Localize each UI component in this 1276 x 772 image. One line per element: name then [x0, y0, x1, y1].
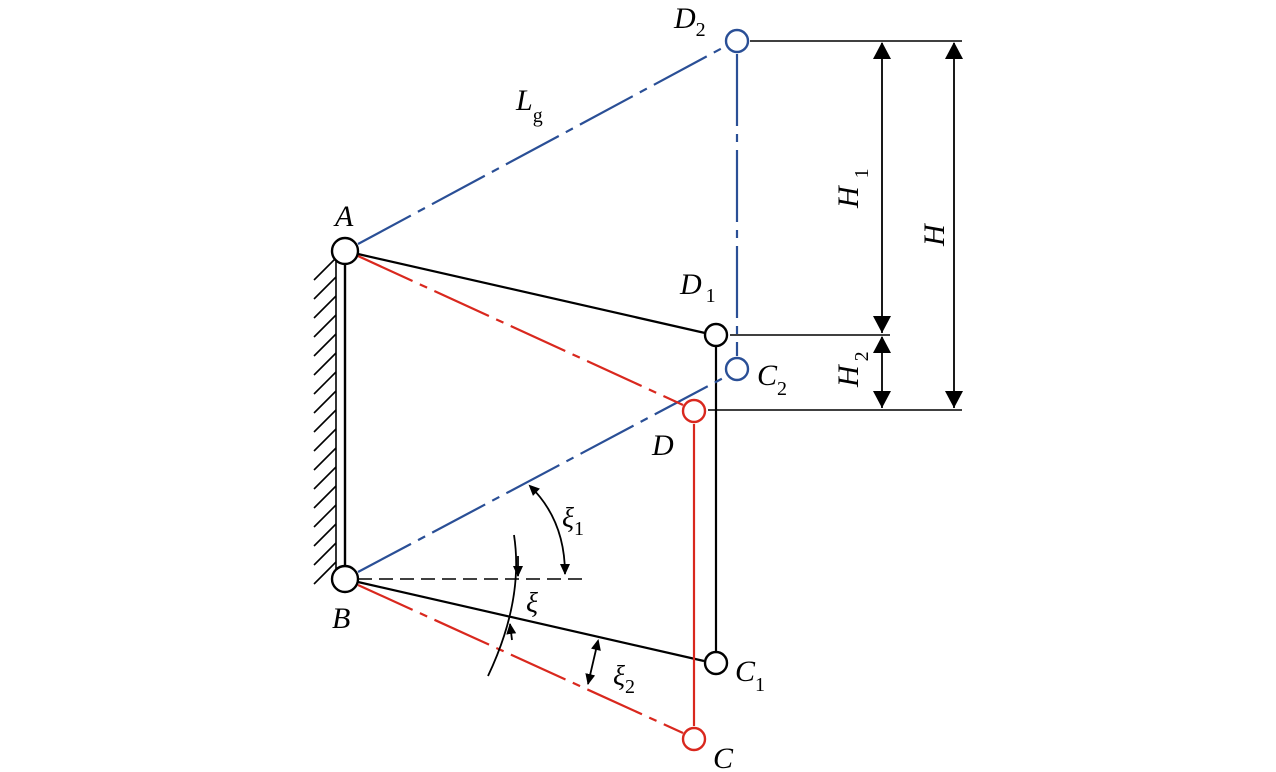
joint-b [330, 564, 360, 594]
label-a: A [333, 200, 354, 233]
joints [330, 28, 750, 752]
joint-d1 [703, 322, 729, 348]
label-b: B [332, 602, 350, 635]
joint-c1 [703, 650, 729, 676]
label-xi1: ξ1 [562, 503, 584, 540]
angle-xi-arrow-bottom [506, 623, 517, 641]
label-h2: H2 [832, 351, 873, 388]
label-c: C [713, 742, 734, 772]
label-h: H [918, 222, 951, 247]
label-d: D [651, 429, 674, 462]
angle-arcs [487, 484, 601, 685]
linkage-position-0 [357, 255, 696, 735]
joint-a [330, 236, 360, 266]
label-d2: D2 [673, 2, 706, 41]
label-lg: Lg [515, 84, 543, 127]
linkage-position-2 [357, 45, 739, 573]
joint-c2 [724, 356, 750, 382]
dimension-arrows [873, 42, 963, 408]
label-xi2: ξ2 [613, 661, 635, 698]
angle-xi-arc [487, 534, 518, 677]
joint-c [681, 726, 707, 752]
label-c1: C1 [735, 655, 765, 696]
angle-xi1-arc [528, 484, 570, 575]
dimension-extension-lines [708, 40, 962, 411]
linkage-position-1 [357, 252, 718, 663]
label-c2: C2 [757, 359, 787, 400]
joint-d [681, 398, 707, 424]
ground-hatching [313, 252, 337, 585]
label-xi: ξ [526, 588, 538, 619]
joint-d2 [724, 28, 750, 54]
angle-xi2-arrow [585, 639, 601, 685]
label-h1: H1 [832, 168, 873, 209]
